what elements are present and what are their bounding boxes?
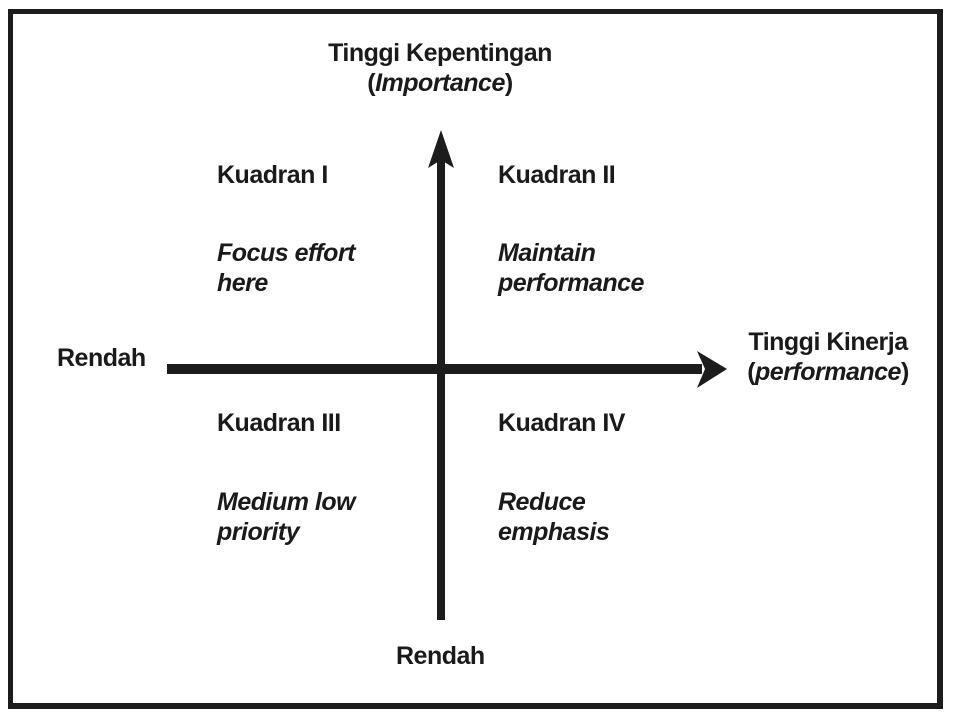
- vertical-axis-arrow: [428, 130, 454, 620]
- x-axis-high-label-line1: Tinggi Kinerja: [748, 328, 908, 356]
- quadrant-3-description: Medium low priority: [217, 488, 356, 546]
- quadrant-1-description: Focus effort here: [217, 239, 356, 297]
- x-axis-high-label-line2: (performance): [747, 358, 909, 386]
- y-axis-high-label: Tinggi Kepentingan (Importance): [300, 38, 580, 98]
- y-axis-high-label-line1: Tinggi Kepentingan: [328, 39, 552, 67]
- quadrant-2-description: Maintain performance: [498, 239, 644, 297]
- quadrant-3-title: Kuadran III: [217, 409, 341, 437]
- horizontal-axis-arrow: [167, 351, 727, 388]
- quadrant-2-title: Kuadran II: [498, 161, 616, 189]
- quadrant-4-description: Reduce emphasis: [498, 488, 610, 546]
- y-axis-high-label-line2: (Importance): [367, 69, 513, 97]
- diagram-frame: [8, 9, 943, 709]
- x-axis-high-label: Tinggi Kinerja (performance): [738, 327, 918, 387]
- quadrant-4-title: Kuadran IV: [498, 409, 625, 437]
- quadrant-1-title: Kuadran I: [217, 161, 328, 189]
- y-axis-low-label: Rendah: [396, 642, 485, 670]
- x-axis-low-label: Rendah: [57, 344, 146, 372]
